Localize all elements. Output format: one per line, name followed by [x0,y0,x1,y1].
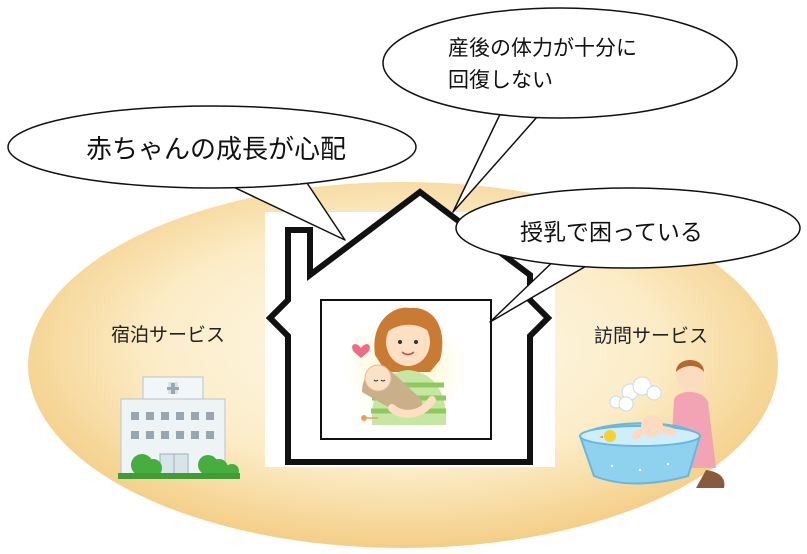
bubble-text-recovery-line2: 回復しない [448,68,553,92]
hospital-icon [118,376,240,479]
bubble-text-baby-growth: 赤ちゃんの成長が心配 [86,135,347,165]
speech-bubble-baby-growth [7,105,417,241]
label-visit-service: 訪問サービス [594,325,709,347]
bubble-text-recovery-line1: 産後の体力が十分に [448,36,637,60]
speech-bubble-recovery [382,7,738,213]
speech-bubble-breastfeeding [455,187,801,323]
bubble-text-breastfeeding: 授乳で困っている [520,220,703,246]
bath-caregiver-icon [578,360,725,488]
label-overnight-service: 宿泊サービス [111,324,226,346]
heart-icon [352,344,370,358]
mother-baby-icon [343,307,467,425]
